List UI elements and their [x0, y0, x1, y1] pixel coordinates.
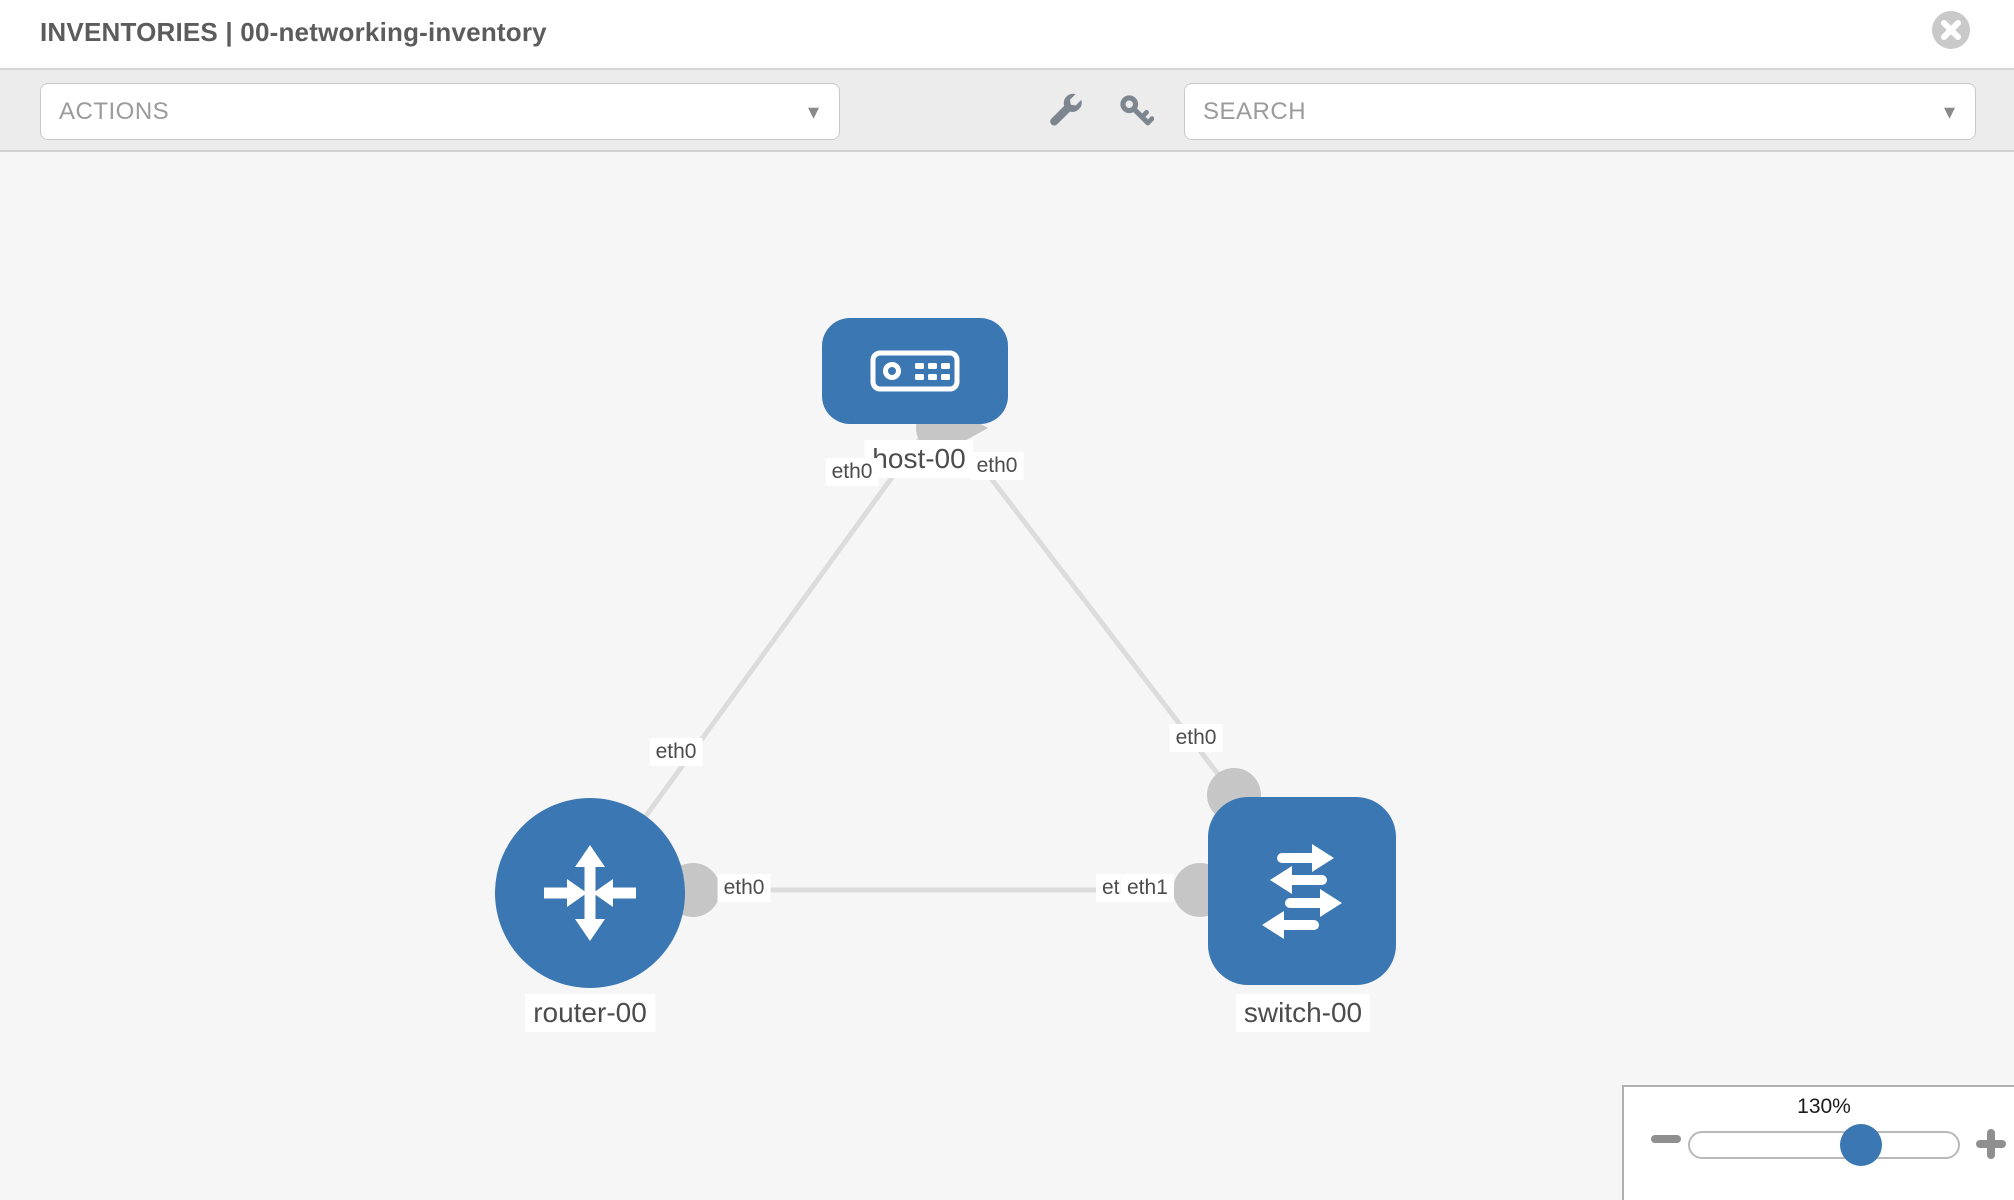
close-button[interactable]	[1932, 11, 1970, 49]
node-host-00[interactable]	[822, 318, 1008, 424]
node-switch-00[interactable]	[1208, 797, 1396, 985]
topology-canvas[interactable]: host-00 router-00 switch-00 eth0 eth0 et…	[0, 152, 2014, 1200]
node-label-switch: switch-00	[1235, 994, 1371, 1032]
link-host-router	[587, 423, 933, 895]
chevron-down-icon: ▾	[807, 99, 819, 124]
zoom-slider-track[interactable]	[1688, 1131, 1960, 1159]
header: INVENTORIES | 00-networking-inventory	[0, 0, 2014, 70]
search-placeholder: SEARCH	[1203, 98, 1307, 125]
search-dropdown[interactable]: SEARCH ▾	[1184, 83, 1976, 140]
close-icon	[1941, 20, 1961, 40]
credentials-button[interactable]	[1118, 93, 1155, 129]
actions-dropdown[interactable]: ACTIONS ▾	[40, 83, 840, 140]
interface-label: eth0	[717, 874, 771, 902]
wrench-icon	[1050, 93, 1082, 126]
interface-label: eth0	[825, 458, 879, 486]
interface-label: eth0	[649, 738, 703, 766]
key-icon	[1120, 95, 1155, 126]
toolbar: ACTIONS ▾ SEARCH ▾	[0, 70, 2014, 152]
minus-icon	[1651, 1135, 1681, 1143]
actions-dropdown-label: ACTIONS	[59, 98, 170, 125]
zoom-out-button[interactable]	[1650, 1131, 1682, 1149]
zoom-level-readout: 130%	[1797, 1095, 1851, 1118]
host-icon	[870, 350, 960, 392]
chevron-down-icon: ▾	[1943, 99, 1955, 124]
zoom-in-button[interactable]	[1974, 1127, 2008, 1166]
interface-label: eth0	[1169, 724, 1223, 752]
zoom-slider-handle[interactable]	[1840, 1124, 1882, 1166]
router-icon	[544, 845, 636, 941]
configure-button[interactable]	[1048, 93, 1084, 129]
zoom-panel: 130%	[1622, 1085, 2014, 1200]
interface-label: eth1	[1121, 874, 1174, 902]
switch-icon	[1262, 844, 1342, 939]
interface-label: eth0	[970, 452, 1024, 480]
topology-links-layer	[587, 402, 1261, 917]
node-label-host: host-00	[864, 440, 974, 478]
node-router-00[interactable]	[495, 798, 685, 988]
page-title: INVENTORIES | 00-networking-inventory	[40, 17, 547, 47]
plus-icon	[1976, 1129, 2006, 1159]
node-label-router: router-00	[525, 994, 655, 1032]
